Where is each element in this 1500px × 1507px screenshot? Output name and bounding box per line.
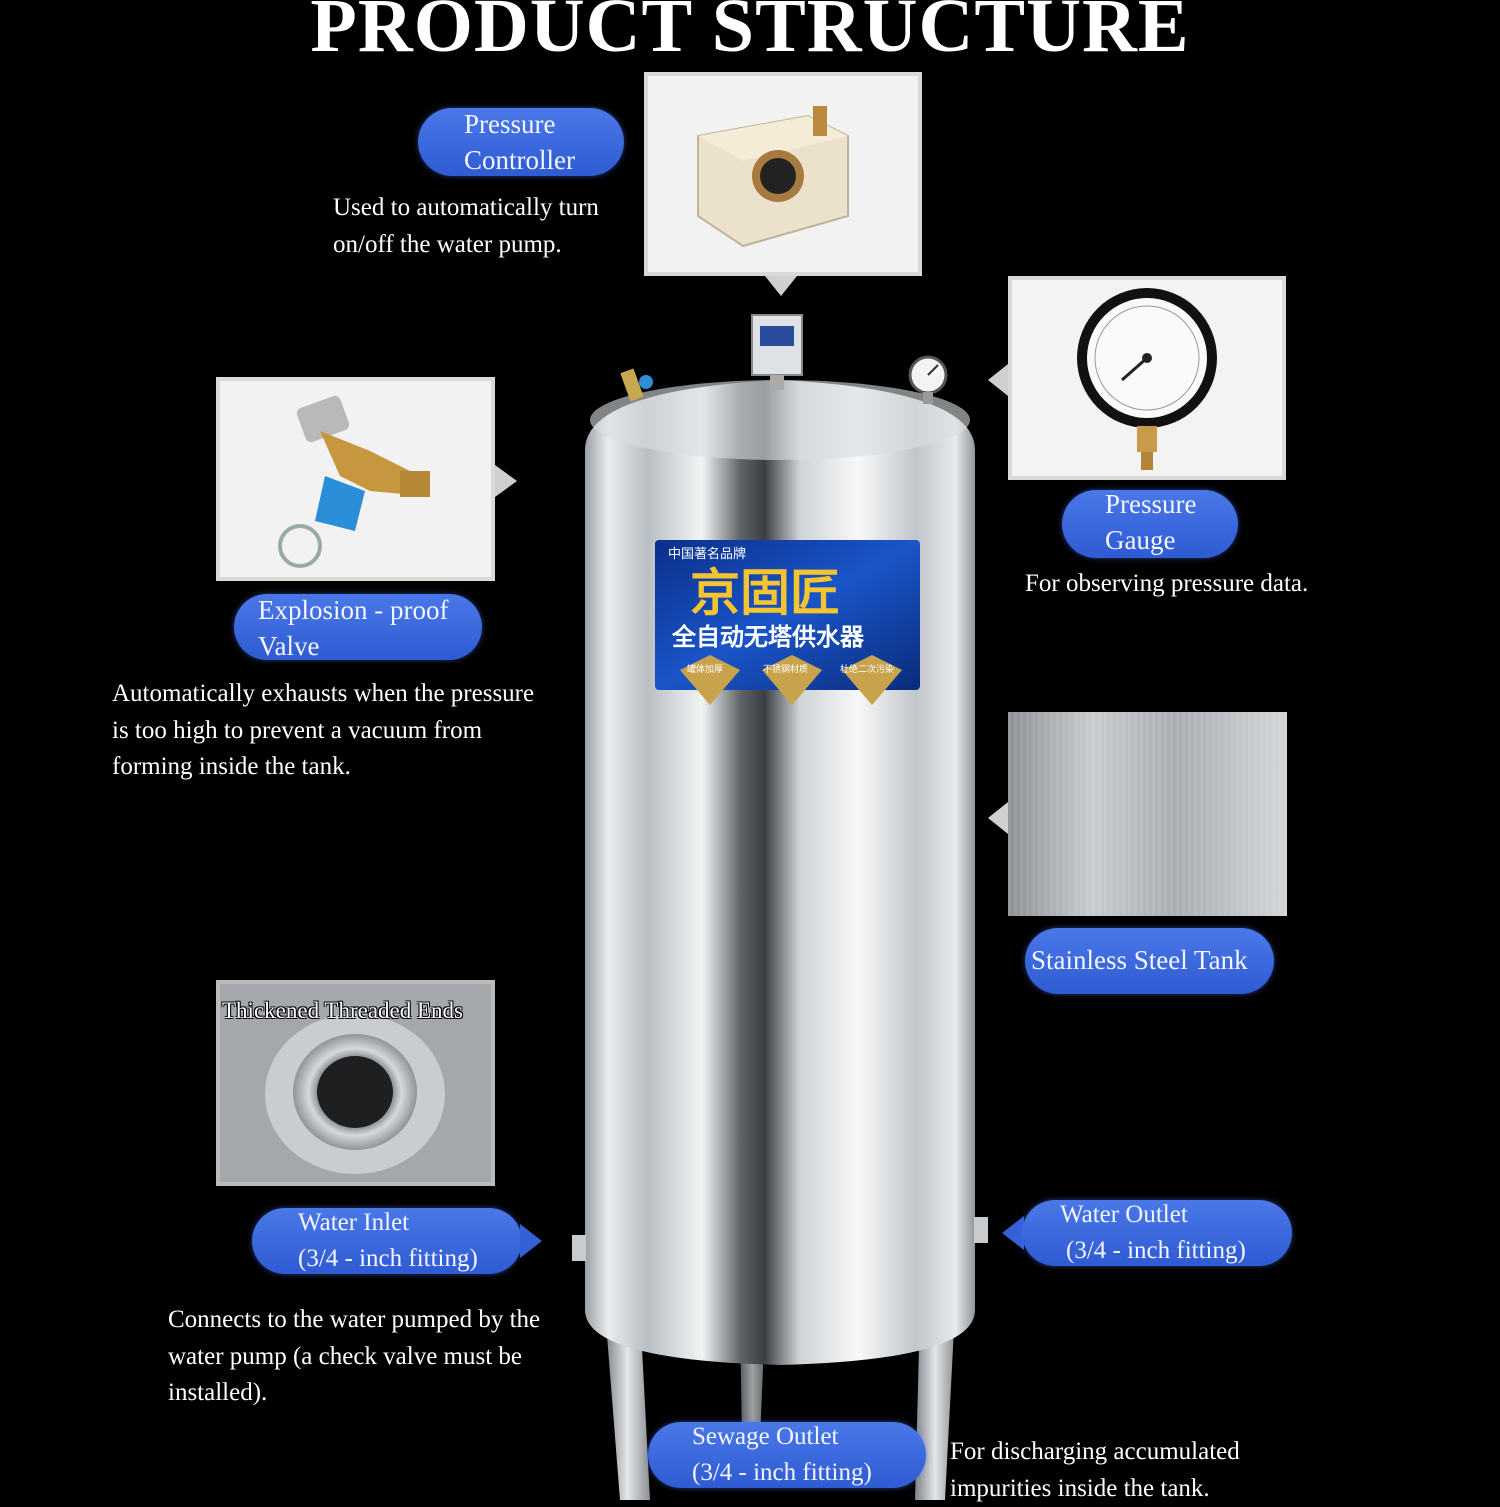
pressure-controller-desc-line1: Used to automatically turn — [333, 190, 599, 227]
pressure-controller-description: Used to automatically turn on/off the wa… — [333, 190, 599, 263]
stainless-steel-pointer — [988, 802, 1008, 834]
sewage-outlet-desc-line1: For discharging accumulated — [950, 1434, 1240, 1471]
sewage-outlet-label: Sewage Outlet (3/4 - inch fitting) — [648, 1422, 926, 1488]
pressure-gauge-description: For observing pressure data. — [1025, 566, 1308, 603]
tank-label-badge-1: 罐体加厚 — [687, 663, 723, 675]
pressure-gauge-pointer — [988, 364, 1008, 396]
pressure-gauge-photo — [1008, 276, 1286, 480]
tank-label-badge-3: 杜绝二次污染 — [840, 663, 894, 675]
pressure-gauge-label-line2: Gauge — [1105, 522, 1175, 558]
tank-label-brand-top: 中国著名品牌 — [668, 546, 746, 562]
water-inlet-desc-line3: installed). — [168, 1375, 540, 1412]
tank-outlet-fitting — [974, 1217, 988, 1243]
sewage-outlet-description: For discharging accumulated impurities i… — [950, 1434, 1240, 1507]
water-tank-illustration: 中国著名品牌 京固匠 全自动无塔供水器 罐体加厚 不锈钢材质 杜绝二次污染 — [560, 300, 1000, 1500]
water-inlet-label-line2: (3/4 - inch fitting) — [298, 1241, 478, 1277]
stainless-steel-texture-photo — [1008, 712, 1287, 916]
water-outlet-pointer — [1002, 1216, 1024, 1250]
stainless-steel-tank-label: Stainless Steel Tank — [1025, 928, 1274, 994]
page-title: PRODUCT STRUCTURE — [0, 0, 1500, 66]
tank-label-badge-2: 不锈钢材质 — [763, 663, 808, 675]
pressure-controller-label-line1: Pressure — [464, 106, 555, 142]
sewage-outlet-label-line2: (3/4 - inch fitting) — [692, 1455, 872, 1491]
sewage-outlet-label-line1: Sewage Outlet — [692, 1419, 838, 1455]
explosion-valve-label-line2: Valve — [258, 628, 319, 664]
tank-body — [585, 380, 975, 1365]
pressure-gauge-label: Pressure Gauge — [1062, 490, 1238, 558]
tank-inlet-fitting — [572, 1235, 586, 1261]
tank-label-brand: 京固匠 — [690, 564, 840, 622]
sewage-outlet-desc-line2: impurities inside the tank. — [950, 1471, 1240, 1507]
stainless-steel-tank-label-text: Stainless Steel Tank — [1031, 942, 1248, 978]
water-outlet-label-line1: Water Outlet — [1060, 1197, 1188, 1233]
pressure-gauge-label-line1: Pressure — [1105, 486, 1196, 522]
explosion-valve-pointer — [495, 465, 517, 497]
tank-dome — [590, 380, 970, 460]
tank-label-badges: 罐体加厚 不锈钢材质 杜绝二次污染 — [680, 655, 902, 705]
threaded-ends-photo: Thickened Threaded Ends — [216, 980, 495, 1186]
explosion-valve-desc-line3: forming inside the tank. — [112, 749, 534, 786]
water-inlet-desc-line1: Connects to the water pumped by the — [168, 1302, 540, 1339]
water-outlet-label-line2: (3/4 - inch fitting) — [1066, 1233, 1246, 1269]
explosion-valve-label-line1: Explosion - proof — [258, 592, 448, 628]
pressure-controller-label-line2: Controller — [464, 142, 575, 178]
pressure-controller-desc-line2: on/off the water pump. — [333, 227, 599, 264]
explosion-valve-desc-line2: is too high to prevent a vacuum from — [112, 713, 534, 750]
explosion-valve-desc-line1: Automatically exhausts when the pressure — [112, 676, 534, 713]
pressure-controller-photo — [644, 72, 922, 276]
pressure-controller-pointer — [765, 276, 797, 296]
water-inlet-description: Connects to the water pumped by the wate… — [168, 1302, 540, 1412]
explosion-valve-photo — [216, 377, 495, 581]
tank-label-product: 全自动无塔供水器 — [671, 623, 865, 651]
water-outlet-label: Water Outlet (3/4 - inch fitting) — [1022, 1200, 1292, 1266]
water-inlet-label-line1: Water Inlet — [298, 1205, 409, 1241]
threaded-ends-caption: Thickened Threaded Ends — [222, 998, 463, 1024]
pressure-controller-label: Pressure Controller — [418, 108, 624, 176]
explosion-valve-label: Explosion - proof Valve — [234, 594, 482, 660]
water-inlet-desc-line2: water pump (a check valve must be — [168, 1339, 540, 1376]
water-inlet-pointer — [520, 1224, 542, 1258]
water-inlet-label: Water Inlet (3/4 - inch fitting) — [252, 1208, 522, 1274]
explosion-valve-description: Automatically exhausts when the pressure… — [112, 676, 534, 786]
